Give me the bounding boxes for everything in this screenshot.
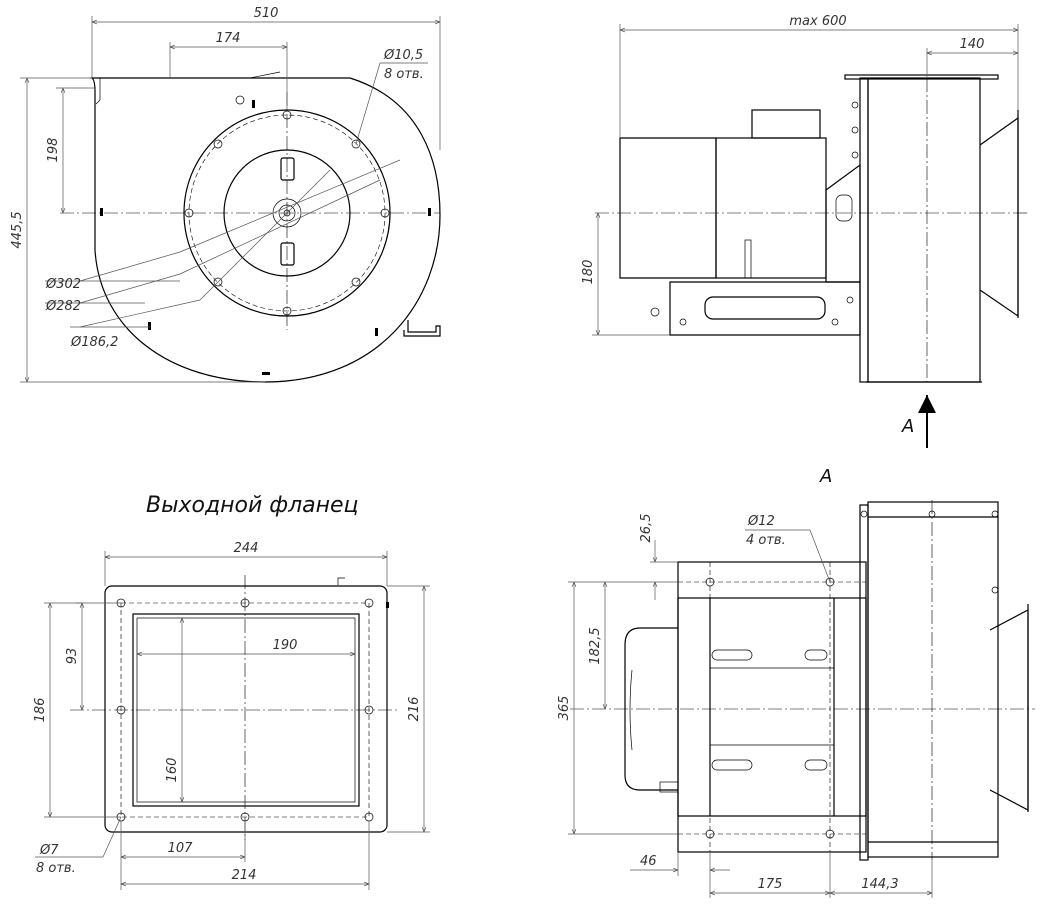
- dim-180: 180: [581, 260, 596, 285]
- dim-144-3: 144,3: [861, 877, 898, 892]
- flange-view: Выходной фланец 244 190: [33, 493, 430, 890]
- view-a: A: [557, 466, 1035, 898]
- dim-160: 160: [165, 758, 180, 783]
- dim-510: 510: [254, 6, 279, 21]
- view-a-title: A: [819, 466, 832, 487]
- view-a-hole-dia: Ø12: [747, 514, 775, 529]
- hole-dia-10-5: Ø10,5: [383, 48, 423, 63]
- flange-hole-dia: Ø7: [39, 843, 59, 858]
- dim-175: 175: [758, 877, 783, 892]
- dim-190: 190: [273, 638, 298, 653]
- view-a-hole-count: 4 отв.: [746, 533, 786, 548]
- side-view: max 600 140 180 A: [581, 14, 1030, 448]
- dim-216: 216: [407, 697, 422, 722]
- dim-214: 214: [232, 868, 257, 883]
- dia-282: Ø282: [45, 299, 81, 314]
- flange-title: Выходной фланец: [146, 493, 359, 518]
- view-arrow-label: A: [901, 416, 914, 437]
- dim-365: 365: [557, 696, 572, 721]
- dim-46: 46: [640, 854, 657, 869]
- dim-max-600: max 600: [789, 14, 846, 29]
- dim-93: 93: [65, 648, 80, 665]
- dim-174: 174: [216, 31, 241, 46]
- dim-182-5: 182,5: [588, 627, 603, 664]
- dim-140: 140: [960, 37, 985, 52]
- dia-302: Ø302: [45, 277, 81, 292]
- dim-445-5: 445,5: [10, 211, 25, 248]
- flange-hole-count: 8 отв.: [36, 861, 76, 876]
- front-view: 510 174 445,5 198 Ø10,5 8 отв. Ø302 Ø282…: [10, 6, 441, 383]
- dim-107: 107: [168, 841, 194, 856]
- dia-186-2: Ø186,2: [70, 335, 118, 350]
- hole-count-8: 8 отв.: [384, 67, 424, 82]
- dim-244: 244: [234, 541, 259, 556]
- dim-186: 186: [33, 698, 48, 723]
- dim-198: 198: [46, 138, 61, 163]
- dim-26-5: 26,5: [639, 514, 654, 543]
